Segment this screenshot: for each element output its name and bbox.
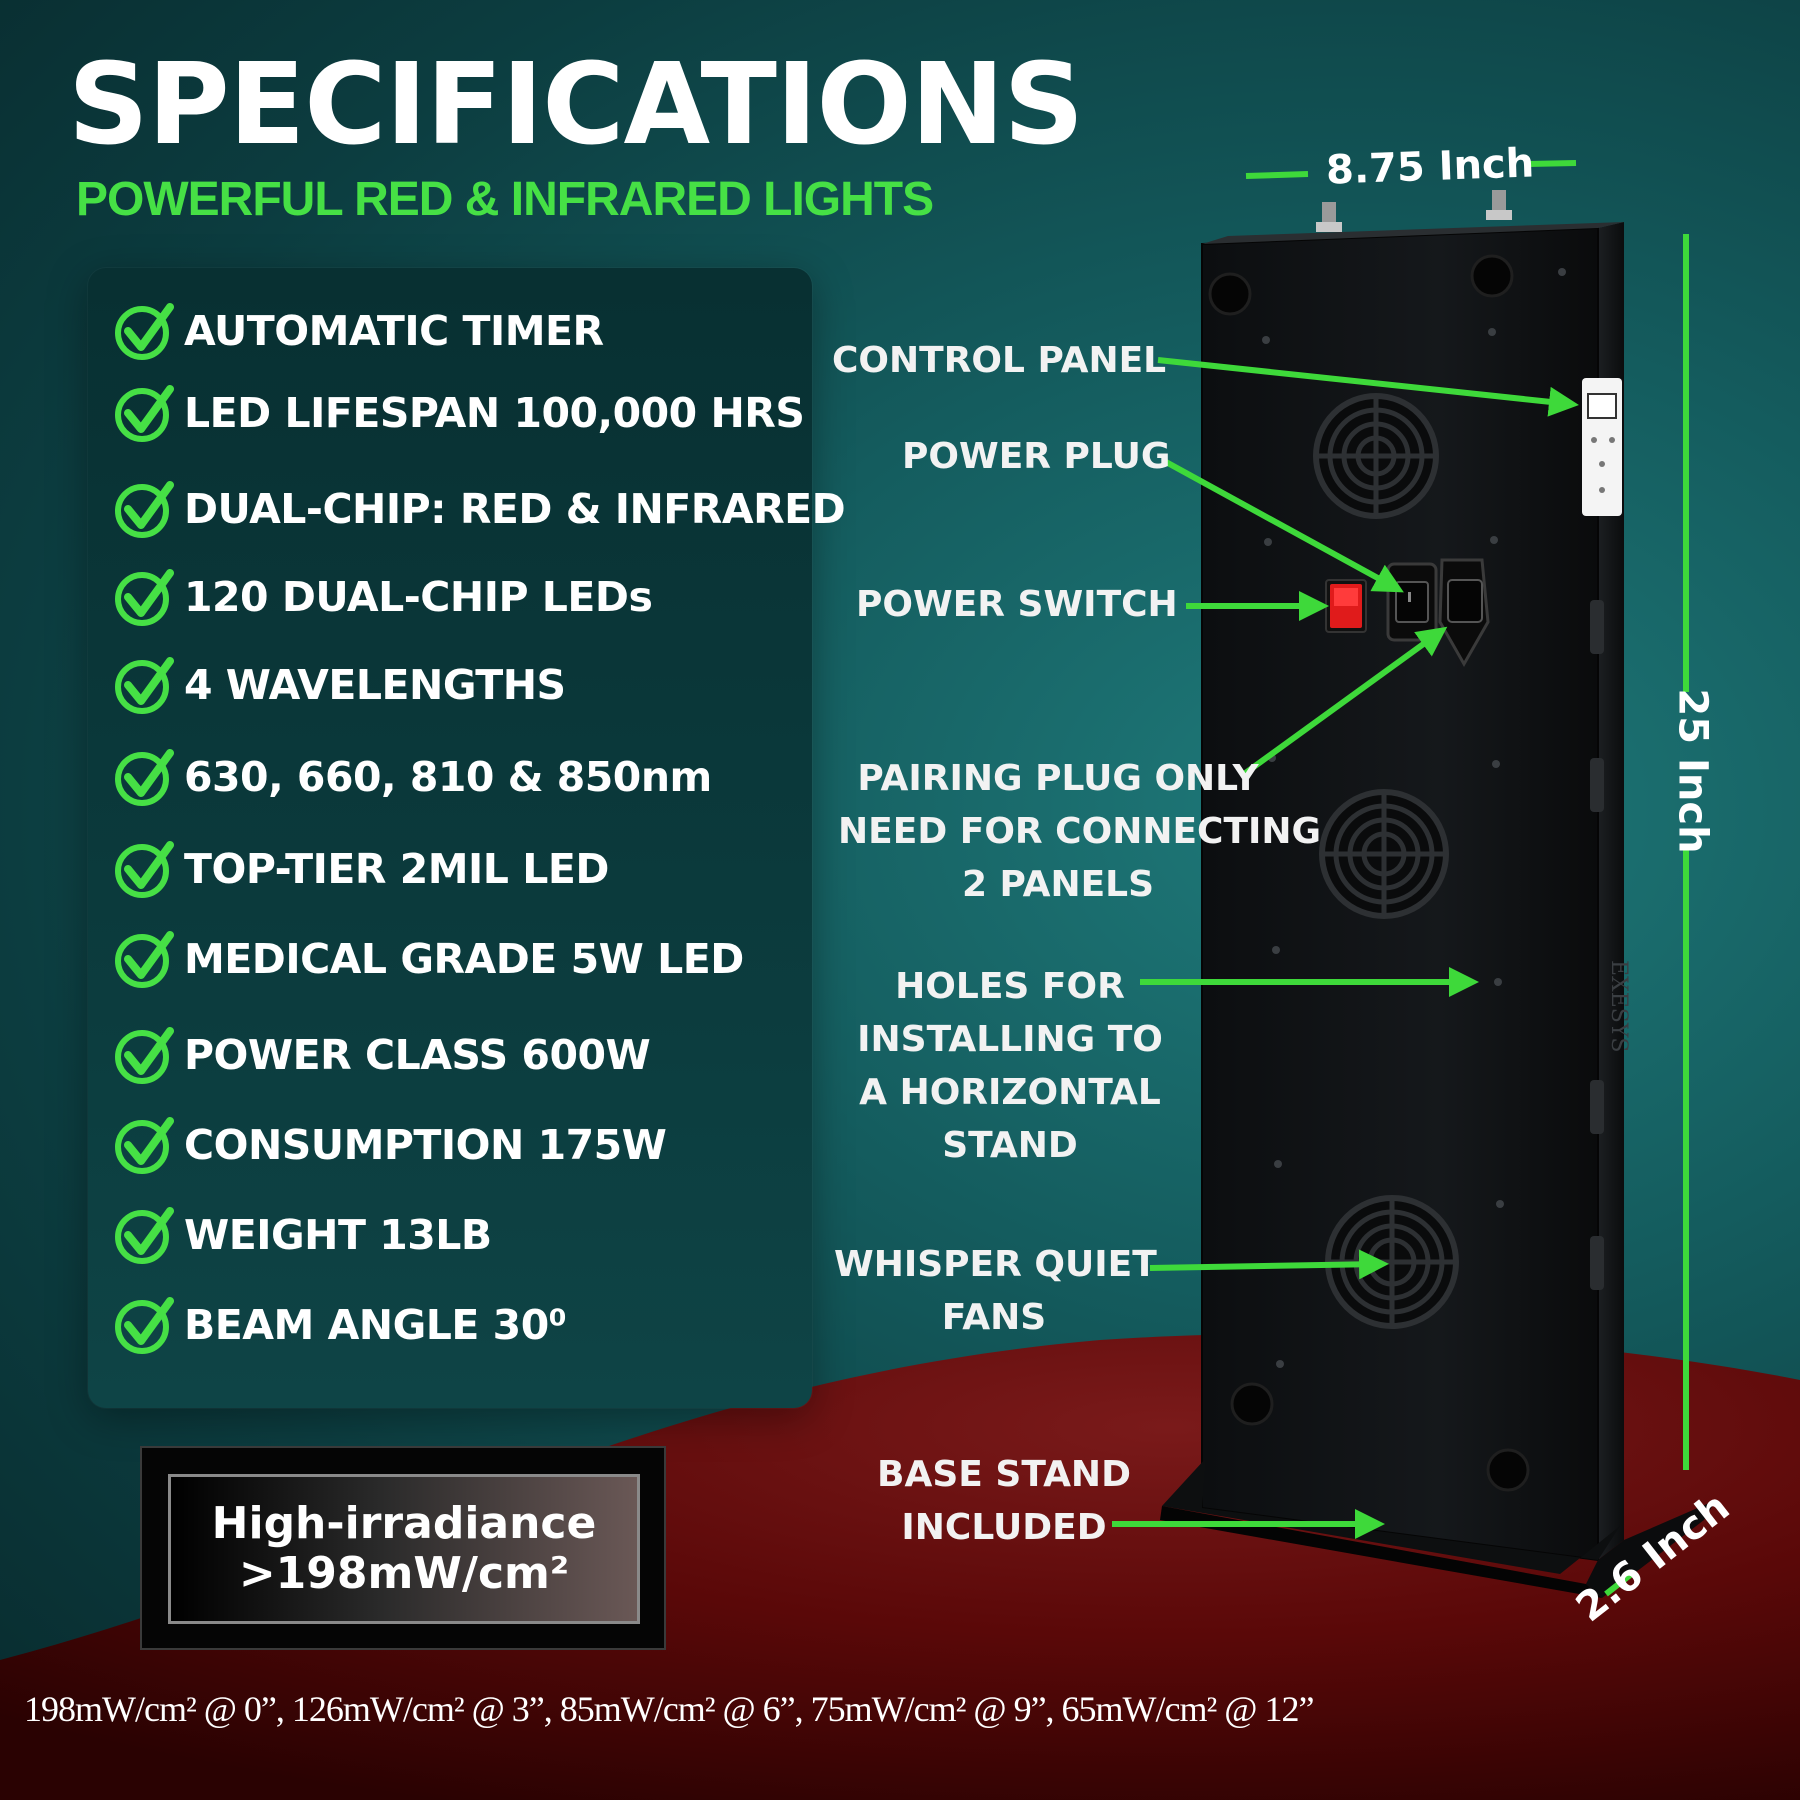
irradiance-heading: High-irradiance xyxy=(211,1498,597,1549)
spec-label: POWER CLASS 600W xyxy=(184,1031,651,1079)
callout-holes-line: STAND xyxy=(942,1125,1078,1166)
spec-label: 120 DUAL-CHIP LEDs xyxy=(184,573,653,621)
check-circle-icon xyxy=(115,385,174,442)
callout-holes-line: HOLES FOR xyxy=(895,966,1125,1007)
callout-power-switch: POWER SWITCH xyxy=(856,584,1178,625)
brand-mark: EXESYS xyxy=(1606,960,1631,1052)
device-top xyxy=(1202,222,1624,244)
spec-item: 630, 660, 810 & 850nm xyxy=(114,742,712,812)
top-connectors xyxy=(1316,190,1512,232)
side-vent-grilles xyxy=(1590,600,1604,1290)
callout-control-panel: CONTROL PANEL xyxy=(832,340,1167,381)
spec-label: AUTOMATIC TIMER xyxy=(184,307,604,355)
cooling-fan-icon xyxy=(1313,393,1439,519)
callout-fans-line: WHISPER QUIET xyxy=(834,1244,1157,1285)
spec-item: BEAM ANGLE 30⁰ xyxy=(114,1290,567,1360)
pairing-plug-socket xyxy=(1438,558,1490,668)
spec-label: DUAL-CHIP: RED & INFRARED xyxy=(184,485,846,533)
check-circle-icon xyxy=(115,931,174,988)
callout-holes-line: INSTALLING TO xyxy=(857,1019,1163,1060)
dimension-height: 25 Inch xyxy=(1669,688,1716,854)
spec-label: 4 WAVELENGTHS xyxy=(184,661,566,709)
callout-base-line: BASE STAND xyxy=(877,1454,1131,1495)
spec-label: TOP-TIER 2MIL LED xyxy=(184,845,609,893)
callout-fans: WHISPER QUIET FANS xyxy=(834,1238,1157,1344)
cooling-fan-icon xyxy=(1319,789,1449,919)
power-switch xyxy=(1325,579,1367,633)
device-corner-feet xyxy=(1208,254,1530,1492)
device-side xyxy=(1598,222,1624,1560)
check-circle-icon xyxy=(115,481,174,538)
check-circle-icon xyxy=(115,657,174,714)
spec-label: BEAM ANGLE 30⁰ xyxy=(184,1301,567,1349)
spec-item: DUAL-CHIP: RED & INFRARED xyxy=(114,474,846,544)
callout-pairing-line: 2 PANELS xyxy=(961,864,1155,905)
spec-label: CONSUMPTION 175W xyxy=(184,1121,667,1169)
spec-item: LED LIFESPAN 100,000 HRS xyxy=(114,378,805,448)
spec-label: WEIGHT 13LB xyxy=(184,1211,492,1259)
spec-item: CONSUMPTION 175W xyxy=(114,1110,667,1180)
spec-item: AUTOMATIC TIMER xyxy=(114,296,604,366)
callout-pairing-line: PAIRING PLUG ONLY xyxy=(857,758,1259,799)
callout-mounting-holes: HOLES FOR INSTALLING TO A HORIZONTAL STA… xyxy=(850,960,1170,1172)
check-circle-icon xyxy=(115,749,174,806)
spec-item: TOP-TIER 2MIL LED xyxy=(114,834,609,904)
base-stand xyxy=(1160,1458,1716,1598)
callout-arrows xyxy=(1112,357,1579,1539)
callout-fans-line: FANS xyxy=(941,1297,1047,1338)
page-title: SPECIFICATIONS xyxy=(68,40,1084,170)
spec-list-panel: AUTOMATIC TIMER LED LIFESPAN 100,000 HRS… xyxy=(88,268,846,1408)
check-circle-icon xyxy=(115,1297,174,1354)
check-circle-icon xyxy=(115,1207,174,1264)
spec-label: 630, 660, 810 & 850nm xyxy=(184,753,712,801)
callout-holes-line: A HORIZONTAL xyxy=(859,1072,1161,1113)
check-circle-icon xyxy=(115,1027,174,1084)
check-circle-icon xyxy=(115,569,174,626)
callout-power-plug: POWER PLUG xyxy=(902,436,1171,477)
spec-item: POWER CLASS 600W xyxy=(114,1020,651,1090)
power-plug-socket xyxy=(1386,562,1438,642)
spec-item: MEDICAL GRADE 5W LED xyxy=(114,924,744,994)
page-subtitle: POWERFUL RED & INFRARED LIGHTS xyxy=(76,173,934,226)
spec-item: 4 WAVELENGTHS xyxy=(114,650,566,720)
check-circle-icon xyxy=(115,841,174,898)
control-panel xyxy=(1582,378,1622,516)
callout-base-line: INCLUDED xyxy=(901,1507,1107,1548)
irradiance-readings: 198mW/cm² @ 0”, 126mW/cm² @ 3”, 85mW/cm²… xyxy=(24,1689,1314,1729)
irradiance-badge-inner: High-irradiance >198mW/cm² xyxy=(168,1474,640,1624)
irradiance-value: >198mW/cm² xyxy=(238,1548,570,1599)
callout-pairing-plug: PAIRING PLUG ONLY NEED FOR CONNECTING 2 … xyxy=(838,752,1322,911)
callout-base-stand: BASE STAND INCLUDED xyxy=(864,1448,1144,1554)
dimension-lines xyxy=(1245,160,1689,1597)
mounting-holes xyxy=(1262,268,1566,1368)
irradiance-badge: High-irradiance >198mW/cm² xyxy=(140,1446,666,1650)
check-circle-icon xyxy=(115,1117,174,1174)
spec-label: MEDICAL GRADE 5W LED xyxy=(184,935,744,983)
dimension-width: 8.75 Inch xyxy=(1325,140,1535,194)
callout-pairing-line: NEED FOR CONNECTING xyxy=(838,811,1322,852)
spec-item: 120 DUAL-CHIP LEDs xyxy=(114,562,653,632)
spec-label: LED LIFESPAN 100,000 HRS xyxy=(184,389,805,437)
check-circle-icon xyxy=(115,303,174,360)
spec-item: WEIGHT 13LB xyxy=(114,1200,492,1270)
